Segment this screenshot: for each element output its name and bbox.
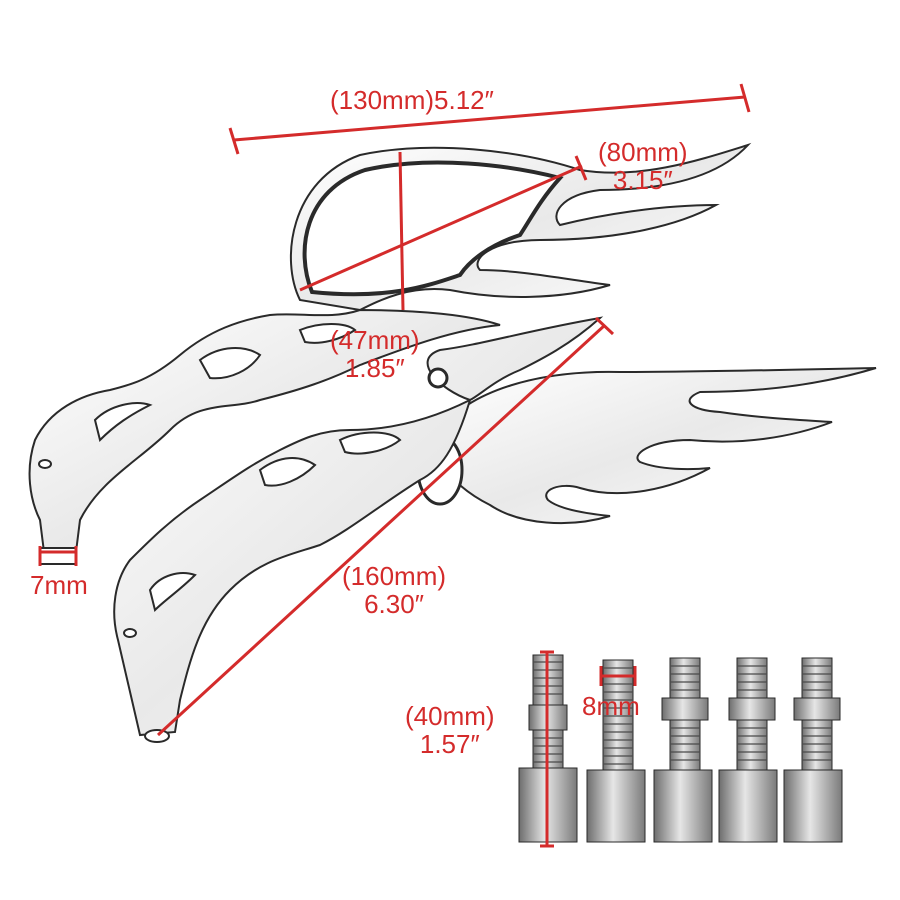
lower-mirror-flames — [439, 367, 877, 525]
dim-line-47mm — [398, 151, 405, 311]
upper-mirror — [28, 142, 752, 565]
bolt-4 — [718, 657, 778, 843]
label-stem-hole: 7mm — [30, 570, 88, 600]
upper-mirror-arm — [28, 308, 501, 561]
label-bolt-length: (40mm) 1.57″ — [405, 701, 495, 759]
label-mirror-width: (80mm) 3.15″ — [598, 137, 688, 195]
dim-line-130mm — [233, 95, 746, 142]
bolt-5 — [783, 657, 843, 843]
lower-mirror — [113, 316, 877, 743]
adapter-bolts — [518, 654, 843, 843]
bolt-2 — [586, 659, 646, 843]
label-arm-length: (160mm) 6.30″ — [342, 561, 447, 619]
dimension-lines — [38, 83, 751, 848]
label-total-length: (130mm)5.12″ — [330, 85, 494, 115]
lower-mirror-arm — [113, 316, 604, 737]
dim-line-80mm — [299, 164, 583, 292]
label-bolt-thread: 8mm — [582, 691, 640, 721]
bolt-3 — [653, 657, 713, 843]
label-mirror-height: (47mm) 1.85″ — [330, 325, 420, 383]
dim-line-160mm — [156, 323, 607, 737]
